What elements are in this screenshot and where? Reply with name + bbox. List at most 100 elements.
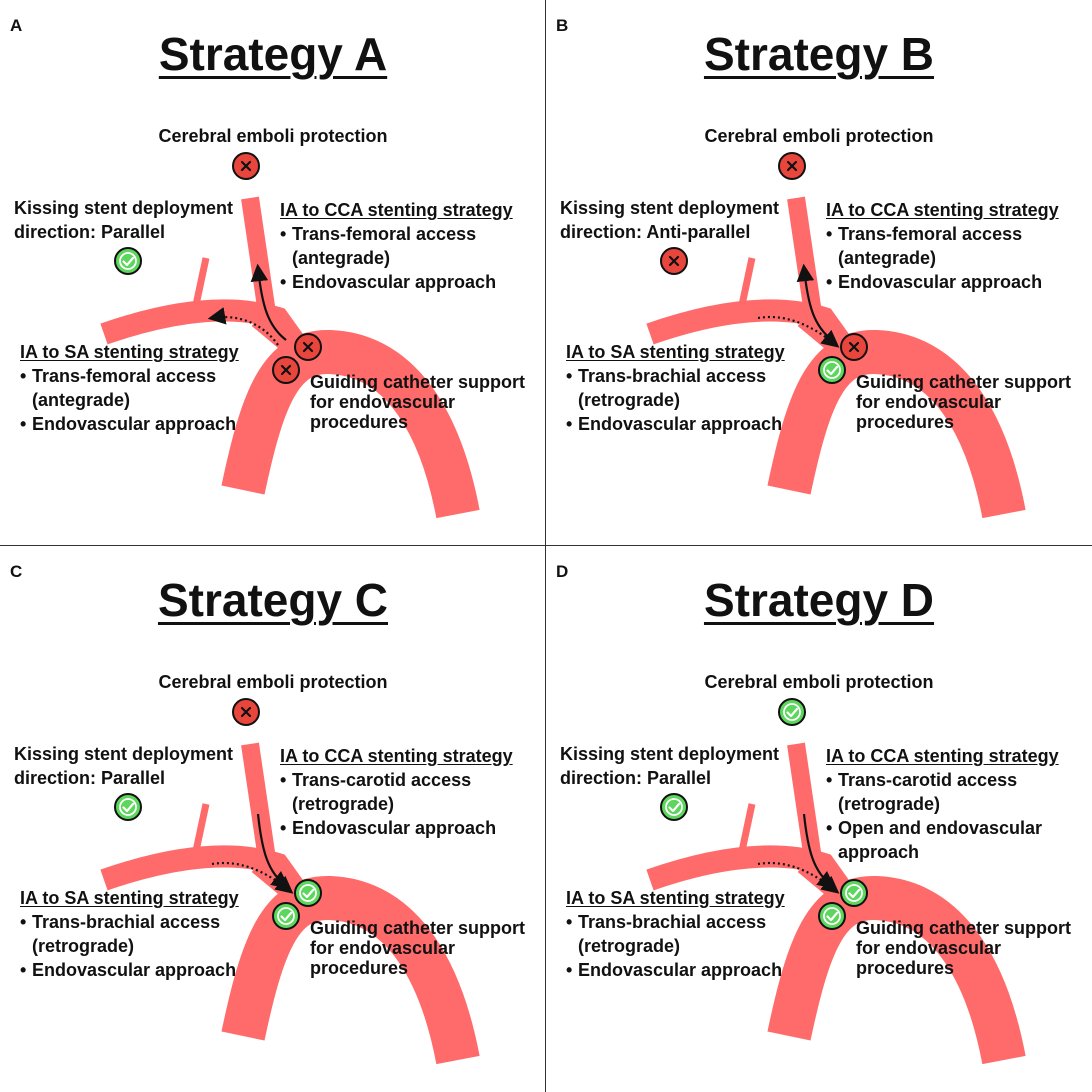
kissing-status-icon <box>660 793 688 821</box>
vertebral-artery <box>192 257 210 306</box>
aortic-arch <box>767 876 1026 1065</box>
guiding-line: for endovascular <box>856 392 1002 412</box>
guiding-line: Guiding catheter support <box>310 372 526 392</box>
aortic-arch-diagram <box>100 698 480 1065</box>
sa-list-item: Trans-brachial access <box>20 910 236 934</box>
cca-strategy-heading: IA to CCA stenting strategy <box>826 200 1059 220</box>
guiding-line: procedures <box>856 412 955 432</box>
aortic-arch <box>221 876 480 1065</box>
vertical-divider <box>545 0 546 1092</box>
sa-list-item: Endovascular approach <box>20 412 236 436</box>
cca-list-item: Endovascular approach <box>280 816 496 840</box>
kissing-status-icon <box>114 247 142 275</box>
kissing-line-1: Kissing stent deployment <box>560 744 780 764</box>
cca-list-item: (antegrade) <box>838 248 937 268</box>
common-carotid-artery <box>241 742 277 868</box>
kissing-line-2: direction: Parallel <box>560 768 712 788</box>
vertebral-artery <box>192 803 210 852</box>
sa-list-item: (antegrade) <box>32 390 131 410</box>
guiding-line: for endovascular <box>310 938 456 958</box>
sa-strategy-list: Trans-brachial access(retrograde)Endovas… <box>566 364 782 436</box>
cca-strategy-list: Trans-carotid access(retrograde)Open and… <box>826 768 1042 864</box>
cca-list-item: Trans-femoral access <box>280 222 496 246</box>
vertebral-artery <box>738 257 756 306</box>
sa-strategy-list: Trans-brachial access(retrograde)Endovas… <box>566 910 782 982</box>
sa-list-item: Trans-brachial access <box>566 910 782 934</box>
panel-title: Strategy C <box>0 572 546 628</box>
panel-title-text: Strategy D <box>703 574 935 626</box>
cca-list-item: Trans-carotid access <box>826 768 1042 792</box>
kissing-status-icon <box>660 247 688 275</box>
sa-status-icon <box>272 902 300 930</box>
panel-title: Strategy D <box>546 572 1092 628</box>
common-carotid-artery <box>787 196 823 322</box>
sa-list-item: (retrograde) <box>32 936 135 956</box>
guiding-line: for endovascular <box>856 938 1002 958</box>
emboli-protection-label: Cerebral emboli protection <box>704 672 934 692</box>
sa-status-icon <box>818 356 846 384</box>
sa-strategy-heading: IA to SA stenting strategy <box>566 342 785 362</box>
cca-list-item: Endovascular approach <box>826 270 1042 294</box>
panel-title: Strategy A <box>0 26 546 82</box>
sa-list-item: (retrograde) <box>578 390 681 410</box>
horizontal-divider <box>0 545 1092 546</box>
aortic-arch-diagram <box>646 152 1026 519</box>
sa-strategy-list: Trans-brachial access(retrograde)Endovas… <box>20 910 236 982</box>
cca-list-item: approach <box>838 842 920 862</box>
sa-list-item: (retrograde) <box>578 936 681 956</box>
kissing-line-2: direction: Parallel <box>14 222 166 242</box>
guiding-line: procedures <box>310 412 409 432</box>
sa-list-item: Trans-brachial access <box>566 364 782 388</box>
panel-letter: B <box>556 16 569 35</box>
sa-list-item: Endovascular approach <box>20 958 236 982</box>
cca-strategy-heading: IA to CCA stenting strategy <box>826 746 1059 766</box>
cca-status-icon <box>840 333 868 361</box>
kissing-stent-label: Kissing stent deployment direction: Paral… <box>14 196 233 244</box>
kissing-line-2: direction: Parallel <box>14 768 166 788</box>
guiding-line: Guiding catheter support <box>856 918 1072 938</box>
guiding-line: procedures <box>856 958 955 978</box>
kissing-line-2: direction: Anti-parallel <box>560 222 751 242</box>
kissing-line-1: Kissing stent deployment <box>560 198 780 218</box>
panel-title-text: Strategy A <box>158 28 388 80</box>
kissing-stent-label: Kissing stent deployment direction: Anti-… <box>560 196 779 244</box>
sa-strategy-heading: IA to SA stenting strategy <box>20 888 239 908</box>
common-carotid-artery <box>787 742 823 868</box>
sa-list-item: Endovascular approach <box>566 412 782 436</box>
common-carotid-artery <box>241 196 277 322</box>
cca-list-item: (retrograde) <box>292 794 395 814</box>
cca-strategy-list: Trans-femoral access(antegrade)Endovascu… <box>826 222 1042 294</box>
emboli-protection-label: Cerebral emboli protection <box>704 126 934 146</box>
guiding-line: Guiding catheter support <box>856 372 1072 392</box>
guiding-line: procedures <box>310 958 409 978</box>
sa-strategy-heading: IA to SA stenting strategy <box>20 342 239 362</box>
sa-strategy-heading: IA to SA stenting strategy <box>566 888 785 908</box>
vertebral-artery <box>738 803 756 852</box>
cca-strategy-heading: IA to CCA stenting strategy <box>280 200 513 220</box>
cca-list-item: (retrograde) <box>838 794 941 814</box>
panel-title-text: Strategy B <box>703 28 935 80</box>
panel-letter: A <box>10 16 23 35</box>
kissing-line-1: Kissing stent deployment <box>14 744 234 764</box>
aortic-arch-diagram <box>646 698 1026 1065</box>
sa-status-icon <box>818 902 846 930</box>
kissing-stent-label: Kissing stent deployment direction: Paral… <box>560 742 779 790</box>
sa-list-item: Trans-femoral access <box>20 364 236 388</box>
panel-title-text: Strategy C <box>157 574 389 626</box>
cca-list-item: (antegrade) <box>292 248 391 268</box>
cca-strategy-list: Trans-femoral access(antegrade)Endovascu… <box>280 222 496 294</box>
emboli-status-icon <box>778 152 806 180</box>
sa-list-item: Endovascular approach <box>566 958 782 982</box>
panel-letter: D <box>556 562 569 581</box>
sa-status-icon <box>272 356 300 384</box>
emboli-protection-label: Cerebral emboli protection <box>158 672 388 692</box>
cca-list-item: Trans-femoral access <box>826 222 1042 246</box>
kissing-line-1: Kissing stent deployment <box>14 198 234 218</box>
guiding-line: Guiding catheter support <box>310 918 526 938</box>
